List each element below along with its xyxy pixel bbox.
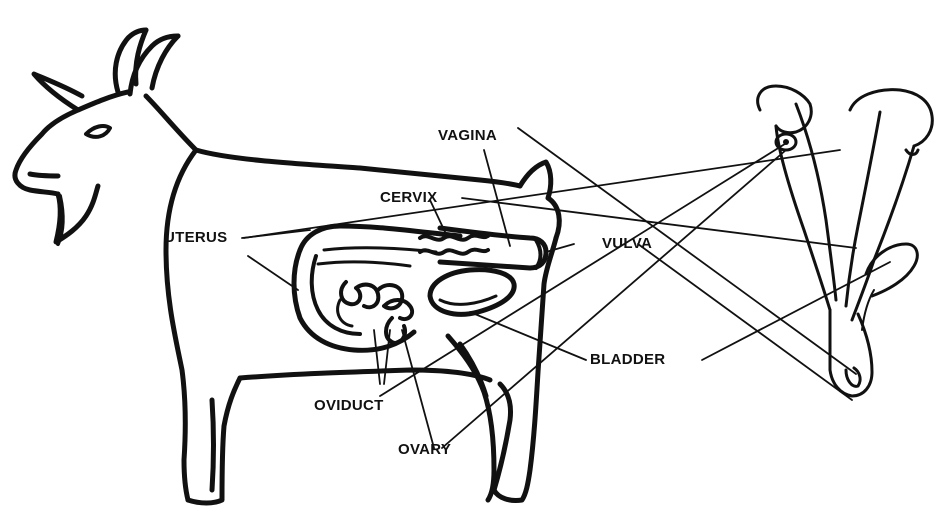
label-vagina: VAGINA	[438, 128, 497, 143]
leader-vulva-right	[638, 244, 852, 400]
leader-ovary-left	[402, 330, 434, 448]
leader-oviduct-a	[374, 330, 380, 384]
label-uterus: UTERUS	[164, 230, 227, 245]
label-cervix: CERVIX	[380, 190, 437, 205]
leader-vulva-left	[546, 244, 574, 252]
internal-tract	[294, 226, 546, 350]
label-bladder: BLADDER	[590, 352, 665, 367]
leader-ovary-right	[442, 150, 786, 448]
label-oviduct: OVIDUCT	[314, 398, 384, 413]
label-ovary: OVARY	[398, 442, 451, 457]
leader-bladder-left	[470, 312, 586, 360]
leader-oviduct-right	[380, 142, 788, 396]
label-vulva: VULVA	[602, 236, 652, 251]
leader-uterus-low	[248, 256, 298, 290]
